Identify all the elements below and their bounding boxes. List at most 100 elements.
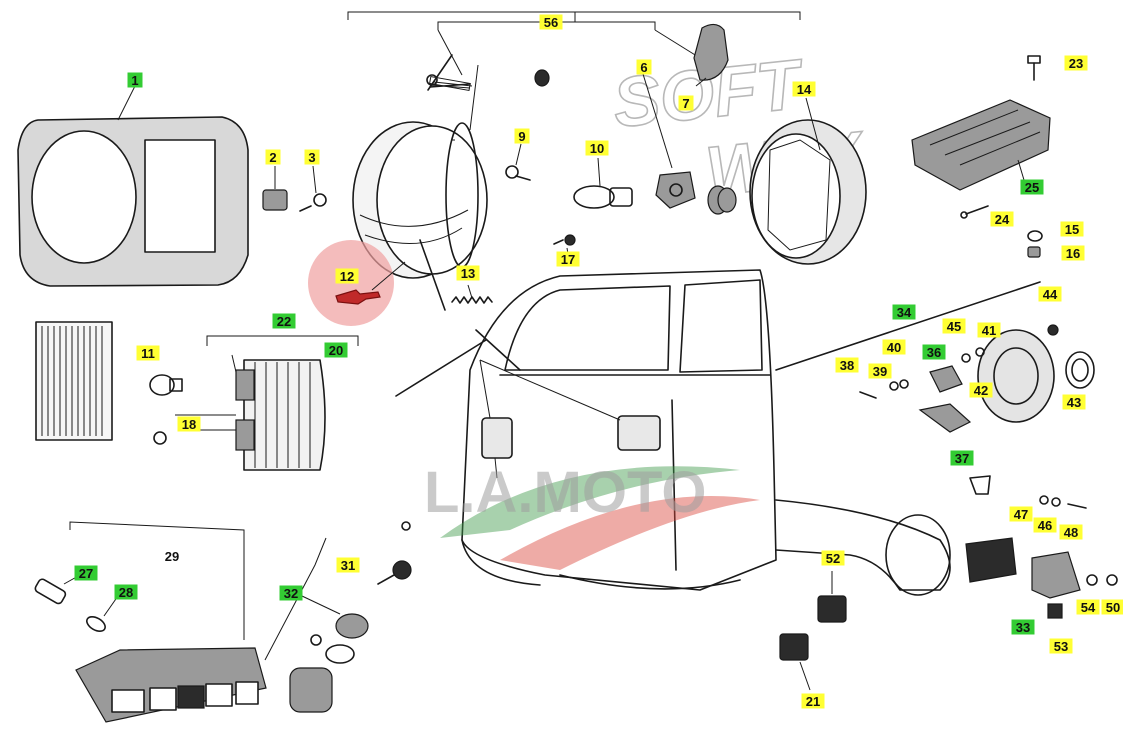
callout-20: 20 bbox=[324, 342, 348, 358]
callout-32-highlight bbox=[279, 585, 303, 601]
callout-44-text: 44 bbox=[1043, 287, 1058, 302]
callout-11-highlight bbox=[136, 345, 160, 361]
callout-54: 54 bbox=[1076, 599, 1100, 615]
callout-29: 29 bbox=[165, 549, 179, 564]
callout-12: 12 bbox=[335, 268, 359, 284]
relay-21-drawing bbox=[779, 633, 811, 691]
small-screws-46-48-drawing bbox=[1039, 495, 1087, 509]
callout-24-highlight bbox=[990, 211, 1014, 227]
bolt-23-drawing bbox=[1027, 55, 1041, 81]
callout-18-highlight bbox=[177, 416, 201, 432]
callout-22-highlight bbox=[272, 313, 296, 329]
callout-43-text: 43 bbox=[1067, 395, 1081, 410]
key-31-drawing bbox=[377, 560, 412, 585]
callout-36-text: 36 bbox=[927, 345, 941, 360]
bulb-27-drawing bbox=[34, 574, 81, 605]
callout-31: 31 bbox=[336, 557, 360, 573]
bulb-10-drawing bbox=[573, 157, 633, 209]
callout-48-text: 48 bbox=[1064, 525, 1078, 540]
callout-39-highlight bbox=[868, 363, 892, 379]
callout-1: 1 bbox=[127, 72, 143, 88]
callout-50-text: 50 bbox=[1106, 600, 1120, 615]
callout-10-highlight bbox=[585, 140, 609, 156]
callout-36-highlight bbox=[922, 344, 946, 360]
bulb-holder-6-drawing bbox=[642, 73, 696, 209]
callout-50-highlight bbox=[1101, 599, 1123, 615]
callout-10: 10 bbox=[585, 140, 609, 156]
callout-9: 9 bbox=[514, 128, 530, 144]
callout-12-highlight bbox=[335, 268, 359, 284]
callout-47-text: 47 bbox=[1014, 507, 1028, 522]
callout-41: 41 bbox=[977, 322, 1001, 338]
callout-32-text: 32 bbox=[284, 586, 298, 601]
bulb-18-drawing bbox=[153, 431, 167, 445]
callout-13: 13 bbox=[456, 265, 480, 281]
callout-53-highlight bbox=[1049, 638, 1073, 654]
bulb-28-drawing bbox=[86, 595, 119, 633]
callout-54-highlight bbox=[1076, 599, 1100, 615]
callout-16: 16 bbox=[1061, 245, 1085, 261]
switch-assembly-34-drawing bbox=[859, 324, 1095, 495]
callout-43-highlight bbox=[1062, 394, 1086, 410]
callout-25-text: 25 bbox=[1025, 180, 1039, 195]
callout-9-highlight bbox=[514, 128, 530, 144]
callout-38: 38 bbox=[835, 357, 859, 373]
callout-18-text: 18 bbox=[182, 417, 196, 432]
callout-14: 14 bbox=[792, 81, 816, 97]
callout-27-highlight bbox=[74, 565, 98, 581]
callout-40-text: 40 bbox=[887, 340, 901, 355]
callout-47-highlight bbox=[1009, 506, 1033, 522]
callout-7-highlight bbox=[678, 95, 694, 111]
callout-34: 34 bbox=[892, 304, 916, 320]
callout-50: 50 bbox=[1101, 599, 1123, 615]
callout-16-text: 16 bbox=[1066, 246, 1080, 261]
callout-41-text: 41 bbox=[982, 323, 996, 338]
screw-17-drawing bbox=[553, 234, 576, 255]
callout-45-highlight bbox=[942, 318, 966, 334]
callout-22-text: 22 bbox=[277, 314, 291, 329]
callout-39: 39 bbox=[868, 363, 892, 379]
callout-53-text: 53 bbox=[1054, 639, 1068, 654]
long-screw-drawing bbox=[426, 74, 471, 91]
callout-44: 44 bbox=[1038, 286, 1062, 302]
callout-45-text: 45 bbox=[947, 319, 961, 334]
callout-48-highlight bbox=[1059, 524, 1083, 540]
callout-46-text: 46 bbox=[1038, 518, 1052, 533]
headlamp-unit-drawing bbox=[352, 54, 488, 279]
ignition-switch-32-drawing bbox=[264, 521, 411, 713]
callout-3: 3 bbox=[304, 149, 320, 165]
callout-23-highlight bbox=[1064, 55, 1088, 71]
lens-cover-drawing bbox=[35, 321, 113, 441]
callout-33: 33 bbox=[1011, 619, 1035, 635]
switch-33-drawing bbox=[1031, 551, 1118, 619]
grommet-7-drawing bbox=[693, 23, 729, 87]
callout-48: 48 bbox=[1059, 524, 1083, 540]
callout-24: 24 bbox=[990, 211, 1014, 227]
callout-46-highlight bbox=[1033, 517, 1057, 533]
callout-28-text: 28 bbox=[119, 585, 133, 600]
callout-43: 43 bbox=[1062, 394, 1086, 410]
callout-38-text: 38 bbox=[840, 358, 854, 373]
vehicle-cab-drawing bbox=[395, 239, 1041, 596]
callout-13-highlight bbox=[456, 265, 480, 281]
nuts-15-16-drawing bbox=[1027, 230, 1043, 258]
callout-40-highlight bbox=[882, 339, 906, 355]
callout-34-highlight bbox=[892, 304, 916, 320]
callout-15-highlight bbox=[1060, 221, 1084, 237]
callout-52-highlight bbox=[821, 550, 845, 566]
callout-6-text: 6 bbox=[640, 60, 647, 75]
callout-37-text: 37 bbox=[955, 451, 969, 466]
callout-11: 11 bbox=[136, 345, 160, 361]
callout-24-text: 24 bbox=[995, 212, 1010, 227]
callout-14-highlight bbox=[792, 81, 816, 97]
callout-56-text: 56 bbox=[544, 15, 558, 30]
bracket-drawing bbox=[965, 537, 1017, 583]
callout-56-highlight bbox=[539, 14, 563, 30]
callout-12-text: 12 bbox=[340, 269, 354, 284]
callout-52-text: 52 bbox=[826, 551, 840, 566]
callout-36: 36 bbox=[922, 344, 946, 360]
lamoto-watermark-text: L.A.MOTO bbox=[424, 460, 706, 525]
headlamp-bowl-14-drawing bbox=[749, 97, 867, 265]
callout-53: 53 bbox=[1049, 638, 1073, 654]
